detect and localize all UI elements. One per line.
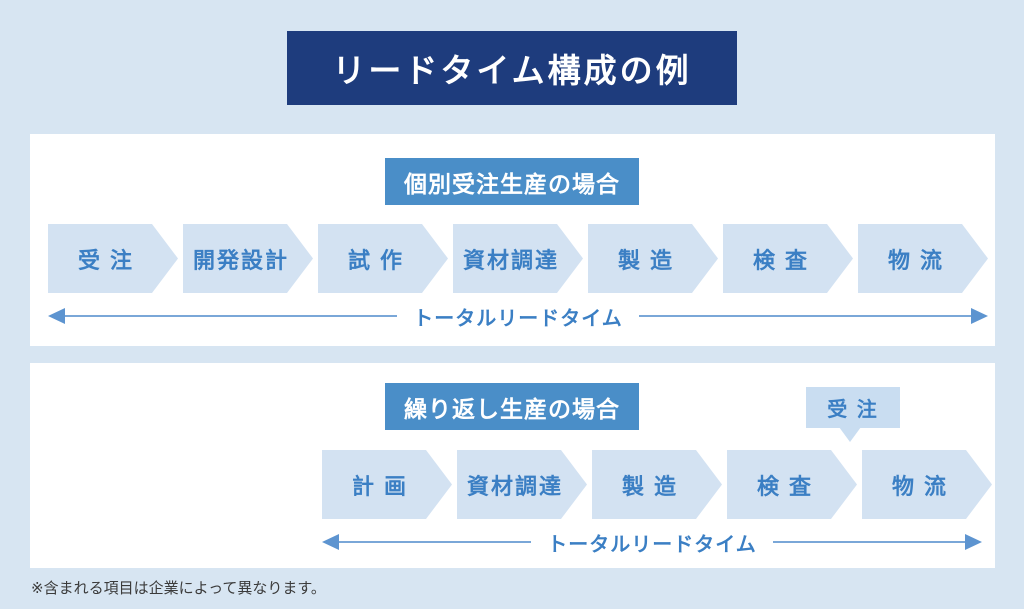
section-repetitive-heading: 繰り返し生産の場合 (385, 383, 639, 430)
process-step-material-procurement: 資材調達 (457, 450, 587, 519)
timeline-line (638, 315, 972, 317)
process-step-inspection: 検 査 (727, 450, 857, 519)
right-arrowhead-icon (971, 308, 989, 324)
left-arrowhead-icon (48, 308, 65, 324)
total-leadtime-label: トータルリードタイム (413, 307, 623, 330)
process-step-order: 受 注 (48, 224, 178, 293)
left-arrowhead-icon (322, 534, 339, 550)
timeline-line (772, 541, 966, 543)
process-step-material-procurement: 資材調達 (453, 224, 583, 293)
process-step-logistics: 物 流 (862, 450, 992, 519)
process-step-prototype: 試 作 (318, 224, 448, 293)
make-to-order-process-row: 受 注 開発設計 試 作 資材調達 製 造 検 査 物 流 (48, 224, 988, 293)
total-leadtime-2: トータルリードタイム (322, 531, 983, 556)
section-make-to-order-heading: 個別受注生産の場合 (385, 158, 639, 205)
footnote: ※含まれる項目は企業によって異なります。 (31, 580, 326, 597)
callout-pointer-icon (839, 427, 861, 442)
process-step-planning: 計 画 (322, 450, 452, 519)
process-step-manufacturing: 製 造 (592, 450, 722, 519)
order-callout: 受 注 (806, 387, 900, 428)
timeline-line (339, 541, 532, 543)
process-step-inspection: 検 査 (723, 224, 853, 293)
timeline-line (65, 315, 398, 317)
total-leadtime-label: トータルリードタイム (547, 533, 757, 556)
process-step-development-design: 開発設計 (183, 224, 313, 293)
process-step-logistics: 物 流 (858, 224, 988, 293)
right-arrowhead-icon (965, 534, 983, 550)
total-leadtime-1: トータルリードタイム (48, 305, 989, 330)
process-step-manufacturing: 製 造 (588, 224, 718, 293)
diagram-title: リードタイム構成の例 (287, 31, 737, 105)
repetitive-process-row: 計 画 資材調達 製 造 検 査 物 流 (322, 450, 992, 519)
